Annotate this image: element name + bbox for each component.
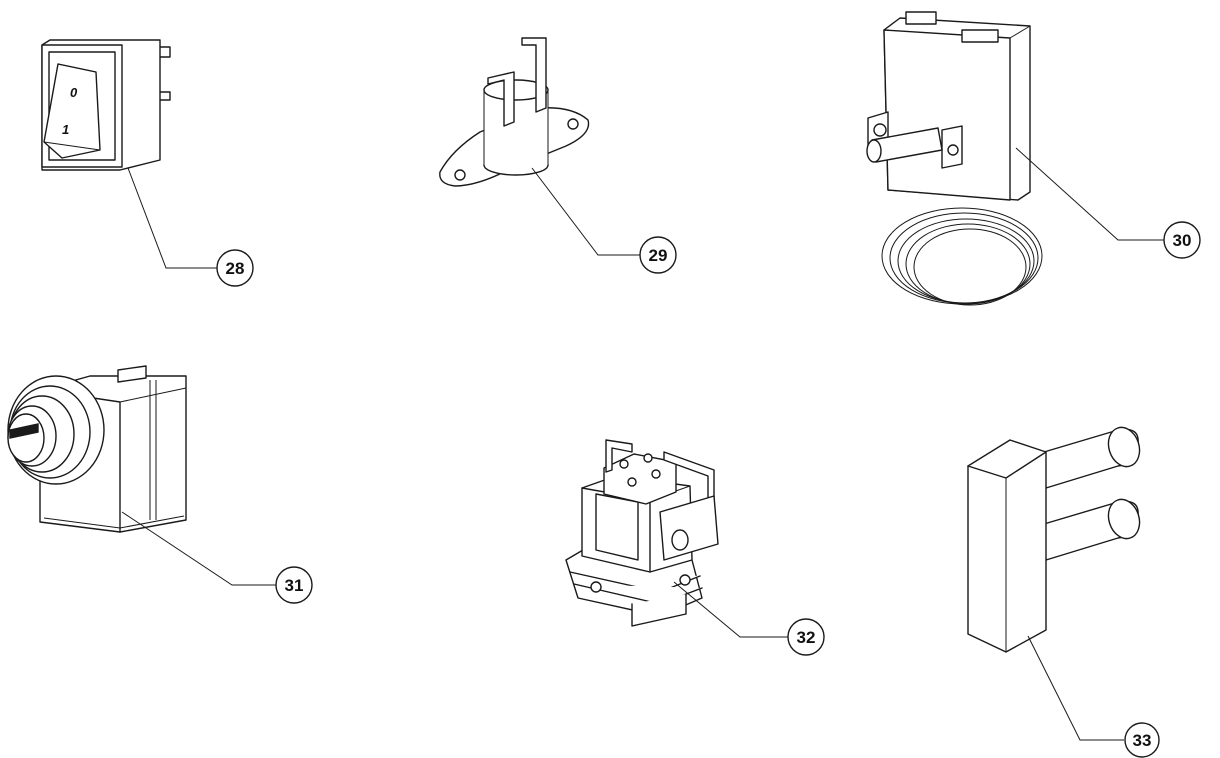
callout-29: 29 [639,236,677,274]
callout-31: 31 [275,566,313,604]
callout-label-28: 28 [226,259,245,278]
callout-32: 32 [787,618,825,656]
switch-on-mark: 1 [62,122,69,137]
callout-label-31: 31 [285,576,304,595]
leader-line-28 [127,167,217,269]
callout-label-29: 29 [649,246,668,265]
switch-off-mark: 0 [70,85,78,100]
callout-label-33: 33 [1133,731,1152,750]
leader-line-31 [121,511,276,586]
capillary-thermostat-drawing [866,11,1043,306]
leader-line-30 [1015,147,1164,241]
rocker-switch-drawing: 0 1 [41,39,171,171]
leader-line-32 [673,581,788,638]
pin-bar-drawing [967,426,1141,653]
callout-label-32: 32 [797,628,816,647]
leader-line-33 [1027,635,1124,741]
leader-line-29 [531,167,640,256]
thermostat-disc-drawing [439,37,590,187]
square-connector-drawing [565,439,719,627]
callout-28: 28 [216,249,254,287]
callout-33: 33 [1124,722,1160,758]
rotary-knob-box-drawing [7,365,187,533]
callout-30: 30 [1163,221,1201,259]
callout-label-30: 30 [1173,231,1192,250]
